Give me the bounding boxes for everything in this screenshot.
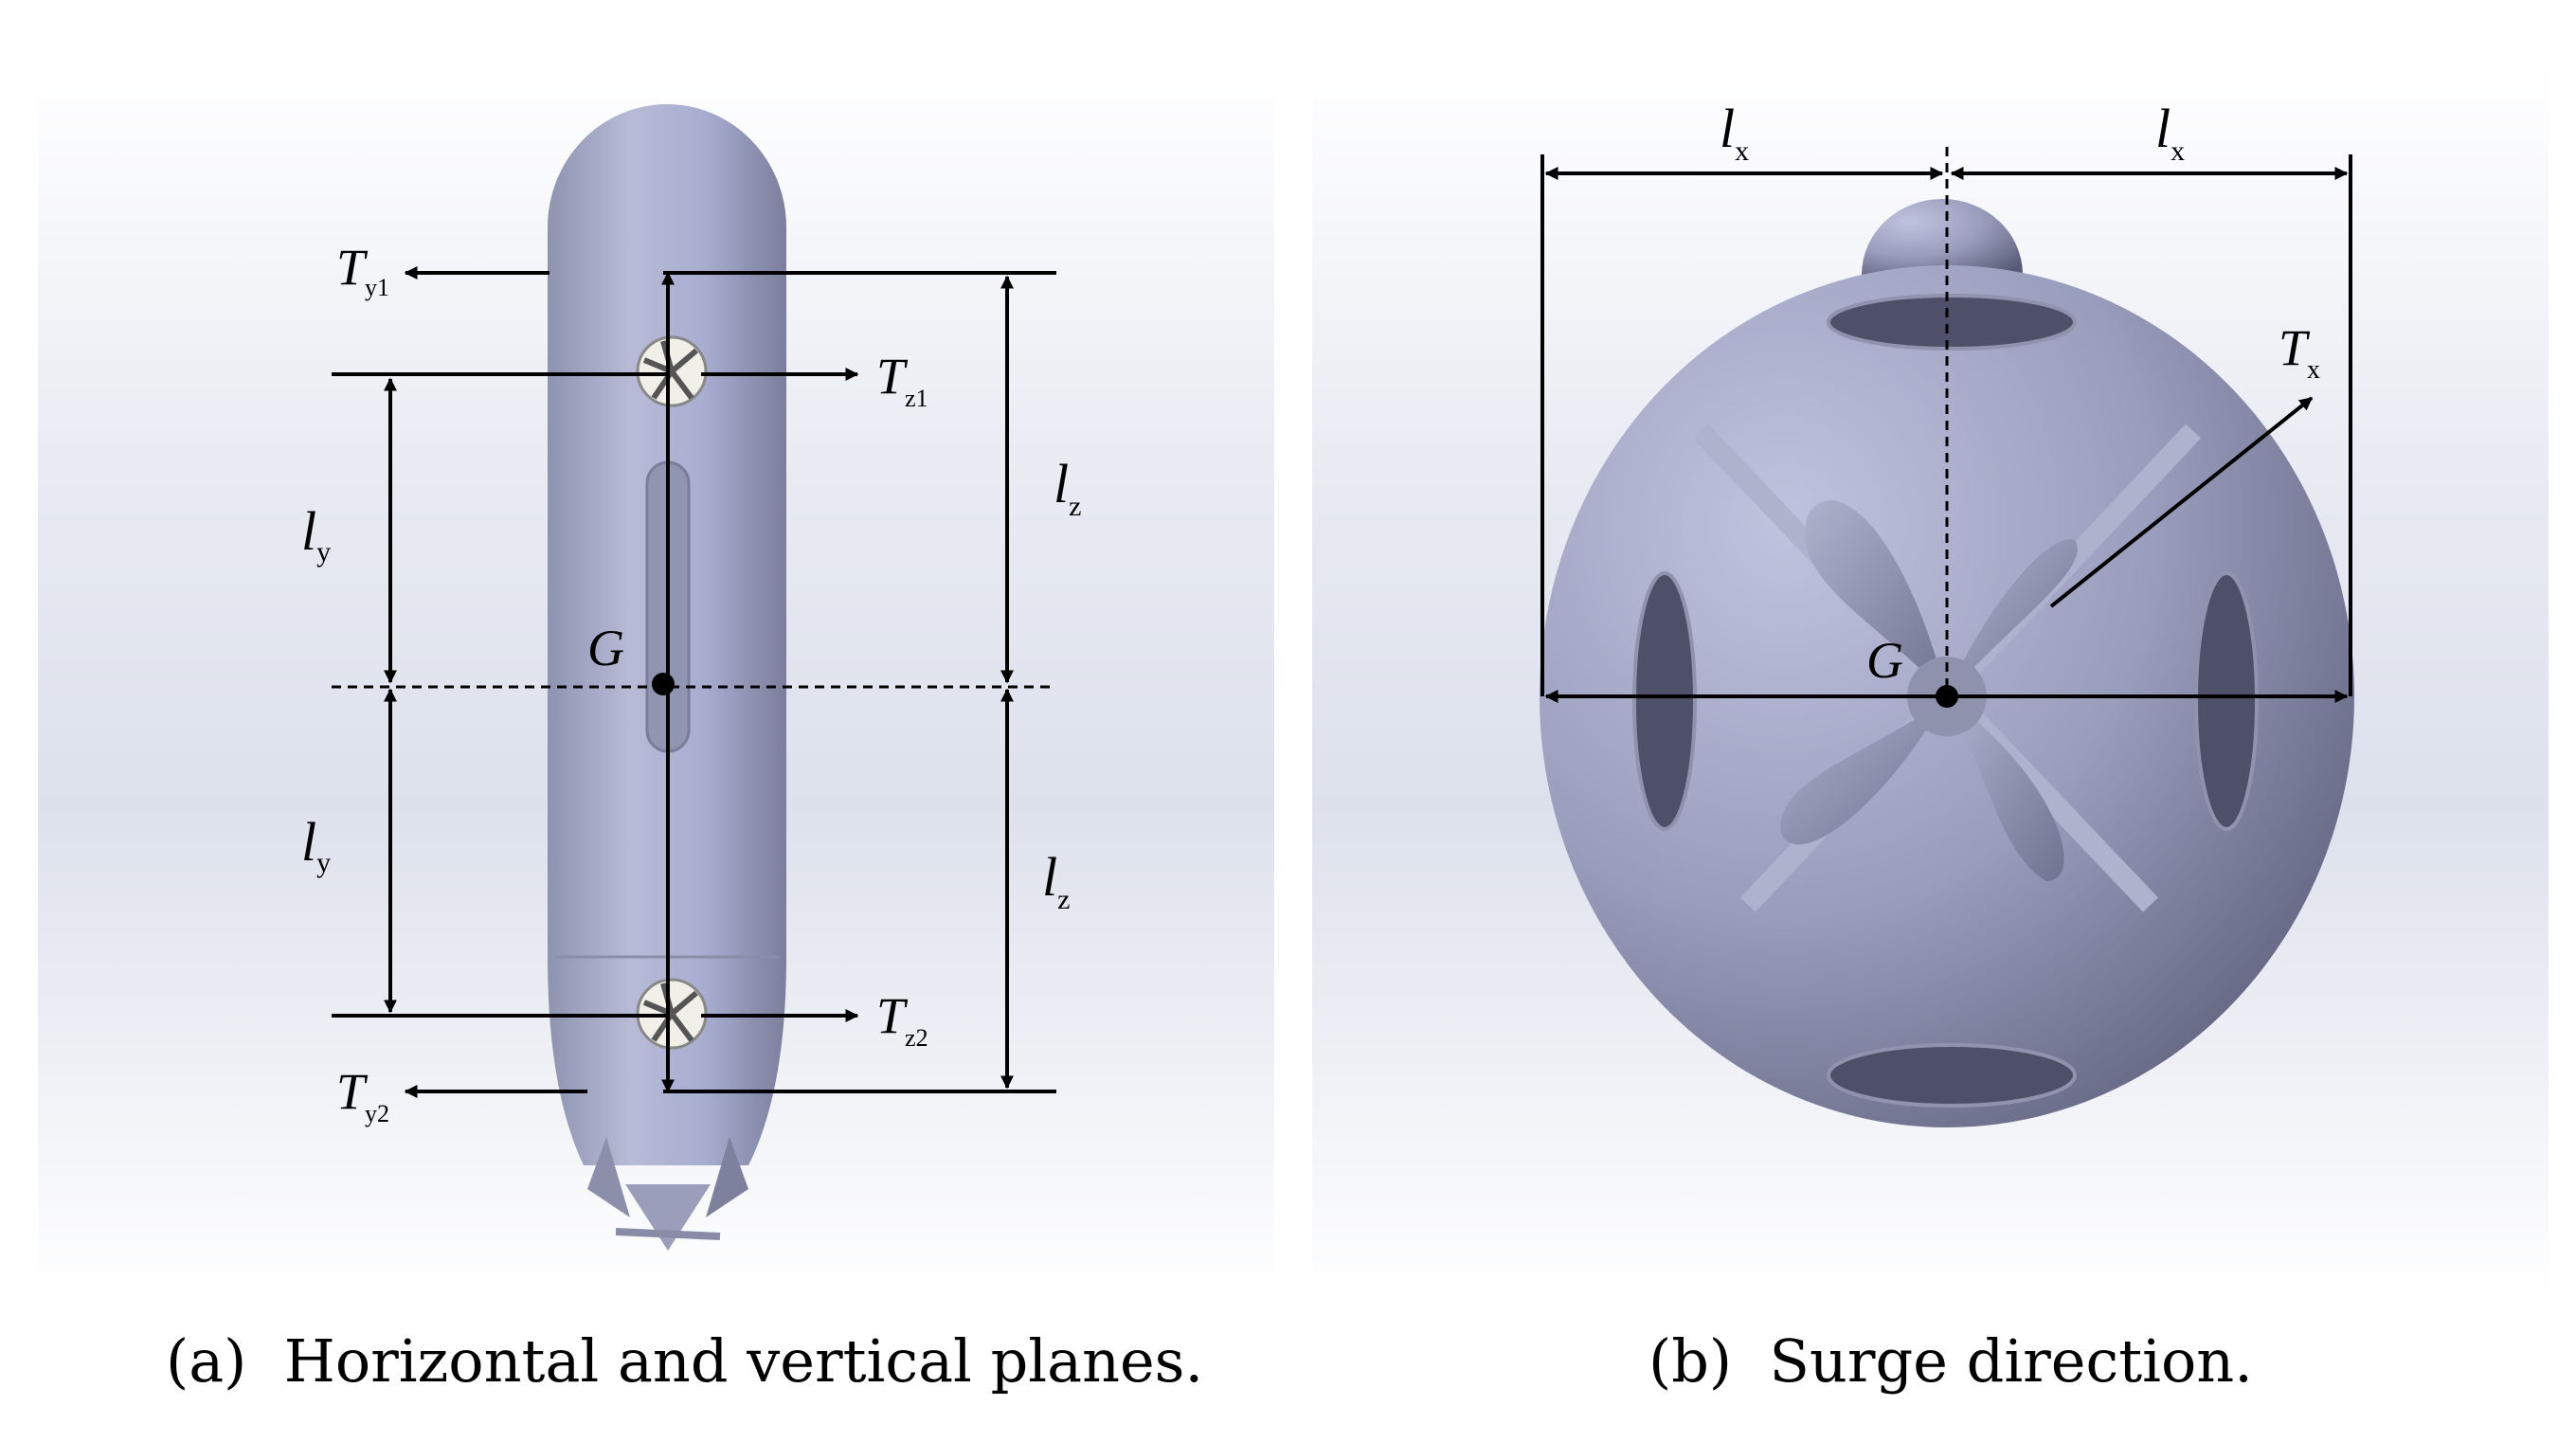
caption-a: (a) Horizontal and vertical planes. [166, 1326, 1203, 1396]
caption-b-text: Surge direction. [1769, 1326, 2253, 1396]
label-lx-left: lx [1720, 98, 1749, 167]
caption-b: (b) Surge direction. [1648, 1326, 2253, 1396]
caption-b-tag: (b) [1648, 1326, 1733, 1396]
label-ly-top: ly [301, 500, 331, 568]
label-g-a: G [587, 620, 624, 676]
top-dome [1862, 199, 2023, 275]
panel-a: Ty1 Tz1 Tz2 Ty2 G ly ly lz lz [38, 64, 1274, 1301]
label-g-b: G [1866, 632, 1903, 689]
label-tx: Tx [2279, 319, 2320, 385]
dimension-lines-b [1540, 154, 2352, 703]
label-tz1: Tz1 [876, 348, 928, 412]
slot-left [1632, 571, 1697, 831]
caption-a-tag: (a) [166, 1326, 247, 1396]
slot-bottom [1827, 1043, 2077, 1108]
center-of-gravity-b [1936, 685, 1958, 708]
label-lz-top: lz [1054, 453, 1081, 522]
label-ty1: Ty1 [336, 239, 389, 301]
caption-a-text: Horizontal and vertical planes. [283, 1326, 1204, 1396]
thruster-top-icon [636, 335, 708, 407]
slot-top [1827, 294, 2077, 351]
dimension-lines-a [332, 266, 1056, 1098]
slot-right [2194, 571, 2259, 831]
label-lz-bottom: lz [1042, 846, 1070, 915]
label-lx-right: lx [2155, 98, 2185, 167]
center-of-gravity-a [652, 673, 675, 695]
panel-b: lx lx Tx G [1312, 64, 2549, 1301]
label-ty2: Ty2 [336, 1063, 389, 1127]
label-ly-bottom: ly [301, 811, 331, 878]
label-tz2: Tz2 [876, 987, 928, 1052]
